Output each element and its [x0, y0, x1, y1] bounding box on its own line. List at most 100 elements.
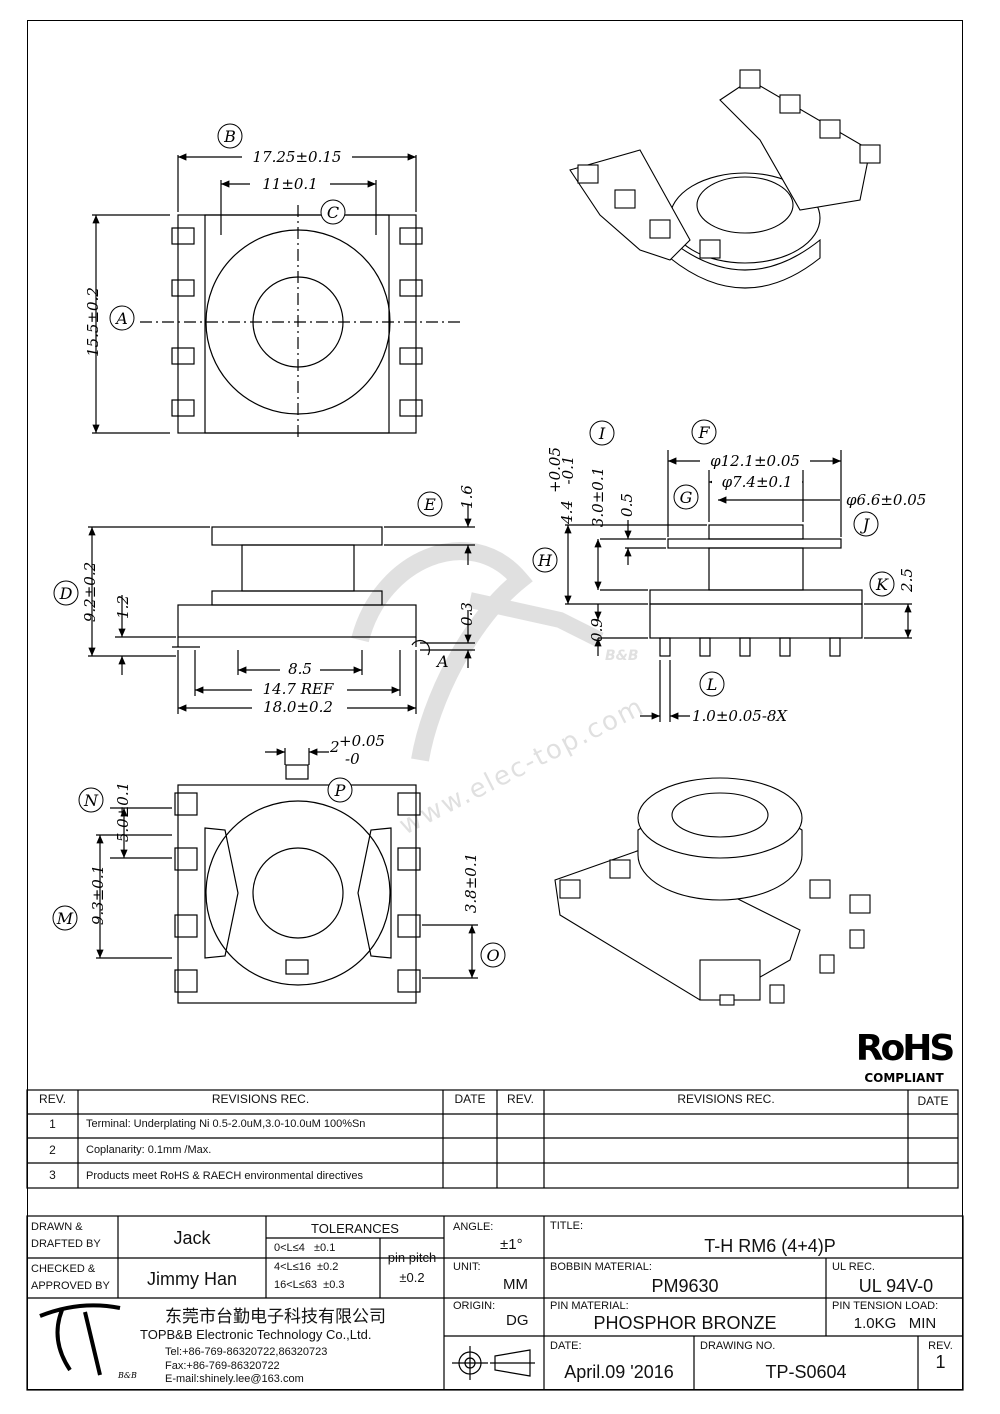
watermark: B&B www.elec-top.com: [351, 542, 650, 841]
callout-circle-d: [53, 580, 79, 606]
callout-b: B: [223, 127, 236, 146]
bottom-view: [96, 748, 478, 1004]
origin-label: ORIGIN:: [453, 1300, 496, 1312]
pin-material-label: PIN MATERIAL:: [550, 1300, 629, 1312]
callout-o: O: [486, 946, 499, 965]
watermark-brand: B&B: [605, 648, 639, 664]
company-tel: Tel:+86-769-86320722,86320723: [165, 1346, 328, 1358]
callout-p: P: [334, 781, 346, 800]
callout-c: C: [327, 203, 339, 222]
pin-pitch: ±0.2: [399, 1270, 425, 1285]
callout-circle-e: [417, 491, 443, 517]
svg-text:RoHS: RoHS: [856, 1028, 954, 1069]
dim-H: 3.0±0.1: [589, 467, 607, 527]
pin-pitch-label: pin pitch: [387, 1250, 437, 1265]
svg-text:COMPLIANT: COMPLIANT: [864, 1071, 944, 1085]
dim-03: 0.3: [458, 602, 476, 626]
callout-circle-h: [532, 547, 558, 573]
callout-circle-o: [480, 942, 506, 968]
tol-row-3: 16<L≤63 ±0.3: [274, 1279, 345, 1291]
callout-e: E: [423, 495, 436, 514]
iso-view-bottom: [554, 777, 871, 1006]
callout-l: L: [706, 675, 718, 694]
callout-m: M: [56, 909, 74, 928]
callout-h: H: [537, 551, 553, 570]
company-name-cn: 东莞市台勤电子科技有限公司: [165, 1307, 386, 1326]
callout-circle-n: [78, 787, 104, 813]
drawing-no-value: TP-S0604: [765, 1362, 847, 1382]
revisions-header: REVISIONS REC.: [211, 1092, 310, 1106]
company-name-en: TOPB&B Electronic Technology Co.,Ltd.: [140, 1327, 372, 1342]
company-email: E-mail:shinely.lee@163.com: [165, 1373, 304, 1385]
callout-a: A: [114, 309, 128, 328]
dim-P-tol-dn: -0: [345, 750, 360, 768]
rev-row-2-num: 2: [49, 1143, 56, 1157]
dim-I-tol-dn: -0.1: [559, 456, 577, 485]
svg-text:B&B: B&B: [117, 1371, 137, 1380]
dim-I-tol-up: +0.05: [546, 447, 564, 493]
dim-09: 0.9: [588, 618, 606, 642]
dim-F: φ12.1±0.05: [710, 452, 800, 470]
dim-J: φ6.6±0.05: [846, 491, 926, 509]
rev-row-2-text: Coplanarity: 0.1mm /Max.: [86, 1144, 212, 1156]
revisions-header-2: REVISIONS REC.: [677, 1092, 775, 1106]
tension-label: PIN TENSION LOAD:: [832, 1300, 939, 1312]
dim-C-inner: 11±0.1: [262, 175, 318, 193]
ul-value: UL 94V-0: [858, 1276, 934, 1296]
callout-f: F: [697, 423, 710, 442]
date-header-2: DATE: [917, 1094, 949, 1108]
rev-value: 1: [935, 1352, 946, 1372]
callout-d: D: [59, 584, 73, 603]
title-value: T-H RM6 (4+4)P: [704, 1236, 836, 1256]
angle-label: ANGLE:: [453, 1221, 494, 1233]
callout-k: K: [875, 575, 889, 594]
callout-circle-i: [589, 420, 615, 446]
callout-i: I: [598, 424, 606, 443]
angle-value: ±1°: [500, 1236, 523, 1253]
bobbin-label: BOBBIN MATERIAL:: [550, 1261, 652, 1273]
dim-05: 0.5: [618, 493, 636, 517]
dim-G: φ7.4±0.1: [722, 473, 793, 491]
dim-B: 17.25±0.15: [253, 148, 342, 166]
top-view: [92, 153, 460, 440]
callout-n: N: [83, 791, 99, 810]
front-view: [88, 505, 475, 714]
tol-row-2: 4<L≤16 ±0.2: [274, 1261, 339, 1273]
rev-header-2: REV.: [507, 1092, 534, 1106]
bobbin-value: PM9630: [651, 1276, 719, 1296]
drawn-label: DRAWN & DRAFTED BY: [31, 1221, 101, 1250]
date-header: DATE: [454, 1092, 486, 1106]
rev-row-3-text: Products meet RoHS & RAECH environmental…: [86, 1170, 363, 1182]
title-label: TITLE:: [550, 1220, 584, 1232]
drawn-by: Jack: [173, 1228, 211, 1248]
drawing-no-label: DRAWING NO.: [700, 1340, 776, 1352]
dim-I: 4.4: [558, 500, 576, 525]
checked-label: CHECKED & APPROVED BY: [31, 1263, 110, 1292]
dim-85: 8.5: [288, 660, 312, 678]
dim-E: 1.6: [458, 485, 476, 509]
company-fax: Fax:+86-769-86320722: [165, 1360, 280, 1372]
dim-D: 9.2±0.2: [81, 562, 99, 622]
rohs-logo: RoHS COMPLIANT: [856, 1028, 957, 1085]
dim-A: 15.5±0.2: [84, 287, 102, 357]
view-arrow-A: A: [435, 652, 449, 671]
tension-value: 1.0KG MIN: [853, 1315, 937, 1332]
dim-147: 14.7 REF: [263, 680, 334, 698]
rev-header: REV.: [39, 1092, 66, 1106]
title-block-lines: [26, 1089, 964, 1391]
date-value: April.09 '2016: [564, 1362, 674, 1382]
dim-K: 2.5: [898, 568, 916, 593]
callout-circle-m: [52, 905, 78, 931]
dim-M: 9.3±0.1: [89, 865, 107, 925]
ul-label: UL REC.: [832, 1261, 875, 1273]
dim-O: 3.8±0.1: [462, 853, 480, 913]
dim-N: 5.0±0.1: [114, 782, 132, 842]
dim-D-small: 1.2: [114, 595, 132, 619]
unit-label: UNIT:: [453, 1261, 481, 1273]
iso-view-top: [569, 69, 881, 289]
company-logo: B&B: [39, 1303, 137, 1380]
callout-g: G: [680, 488, 693, 507]
callout-circle-a: [109, 305, 135, 331]
checked-by: Jimmy Han: [146, 1269, 237, 1289]
